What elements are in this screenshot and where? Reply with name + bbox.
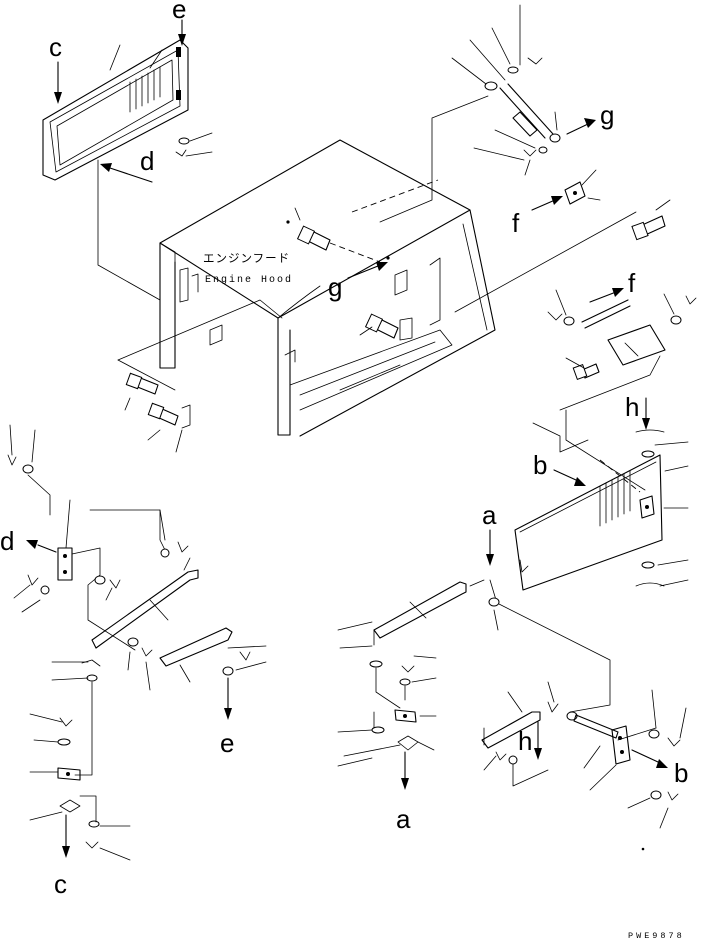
callout-c-top: c bbox=[49, 32, 62, 104]
gas-spring-assembly bbox=[351, 4, 561, 223]
callout-a-bottom: a bbox=[396, 751, 411, 834]
bracket-f bbox=[564, 169, 601, 205]
callout-label-a-bottom: a bbox=[396, 804, 411, 834]
callout-label-h: h bbox=[625, 392, 639, 422]
callout-label-f-mid: f bbox=[628, 268, 636, 298]
left-linkage-assembly bbox=[7, 424, 267, 861]
side-cover-panel bbox=[42, 39, 189, 181]
right-side-panel bbox=[514, 409, 689, 591]
callout-g-top: g bbox=[566, 100, 614, 135]
bolt-hood-left bbox=[124, 372, 159, 411]
callout-e-top: e bbox=[172, 0, 186, 46]
callout-label-b-bottom: b bbox=[674, 758, 688, 788]
center-linkage-assembly bbox=[337, 579, 611, 767]
callout-g-mid: g bbox=[328, 262, 388, 302]
callout-b-right: b bbox=[533, 450, 586, 486]
callout-c-left: c bbox=[54, 814, 70, 899]
hinge-pin-f bbox=[547, 289, 697, 411]
bolt-right bbox=[454, 199, 671, 313]
callout-b-bottom: b bbox=[631, 749, 688, 788]
callout-d-left: d bbox=[0, 526, 57, 556]
callout-f-mid: f bbox=[589, 268, 636, 303]
hinge-pin-top bbox=[175, 132, 213, 157]
right-linkage-assembly bbox=[481, 681, 687, 851]
callout-label-g-top: g bbox=[600, 100, 614, 130]
callout-a-right: a bbox=[482, 500, 497, 566]
callout-label-e-left: e bbox=[220, 728, 234, 758]
bolt-hood-left-lower bbox=[147, 402, 191, 453]
part-name-jp: エンジンフード bbox=[203, 251, 290, 265]
callout-label-a: a bbox=[482, 500, 497, 530]
callout-h-bottom: h bbox=[518, 721, 542, 760]
callout-label-d-left: d bbox=[0, 526, 14, 556]
leader-panel-to-hood bbox=[97, 159, 161, 301]
bolt-hood-center bbox=[294, 207, 381, 263]
callout-label-c-left: c bbox=[54, 869, 67, 899]
callout-label-c: c bbox=[49, 32, 62, 62]
part-name-label: エンジンフード Engine Hood bbox=[203, 251, 293, 286]
engine-hood bbox=[117, 139, 496, 437]
bolt-hood-lower bbox=[359, 313, 413, 341]
part-name-en: Engine Hood bbox=[205, 274, 293, 286]
callout-d-top: d bbox=[100, 146, 154, 183]
callout-label-h-bottom: h bbox=[518, 726, 532, 756]
callout-f-top: f bbox=[512, 196, 563, 238]
callout-label-b: b bbox=[533, 450, 547, 480]
callout-label-g: g bbox=[328, 272, 342, 302]
callout-h-right: h bbox=[625, 392, 650, 430]
drawing-code: PWE9878 bbox=[628, 931, 685, 941]
callout-label-d: d bbox=[140, 146, 154, 176]
callout-label-f: f bbox=[512, 208, 520, 238]
callout-label-e: e bbox=[172, 0, 186, 24]
callout-e-left: e bbox=[220, 677, 234, 758]
